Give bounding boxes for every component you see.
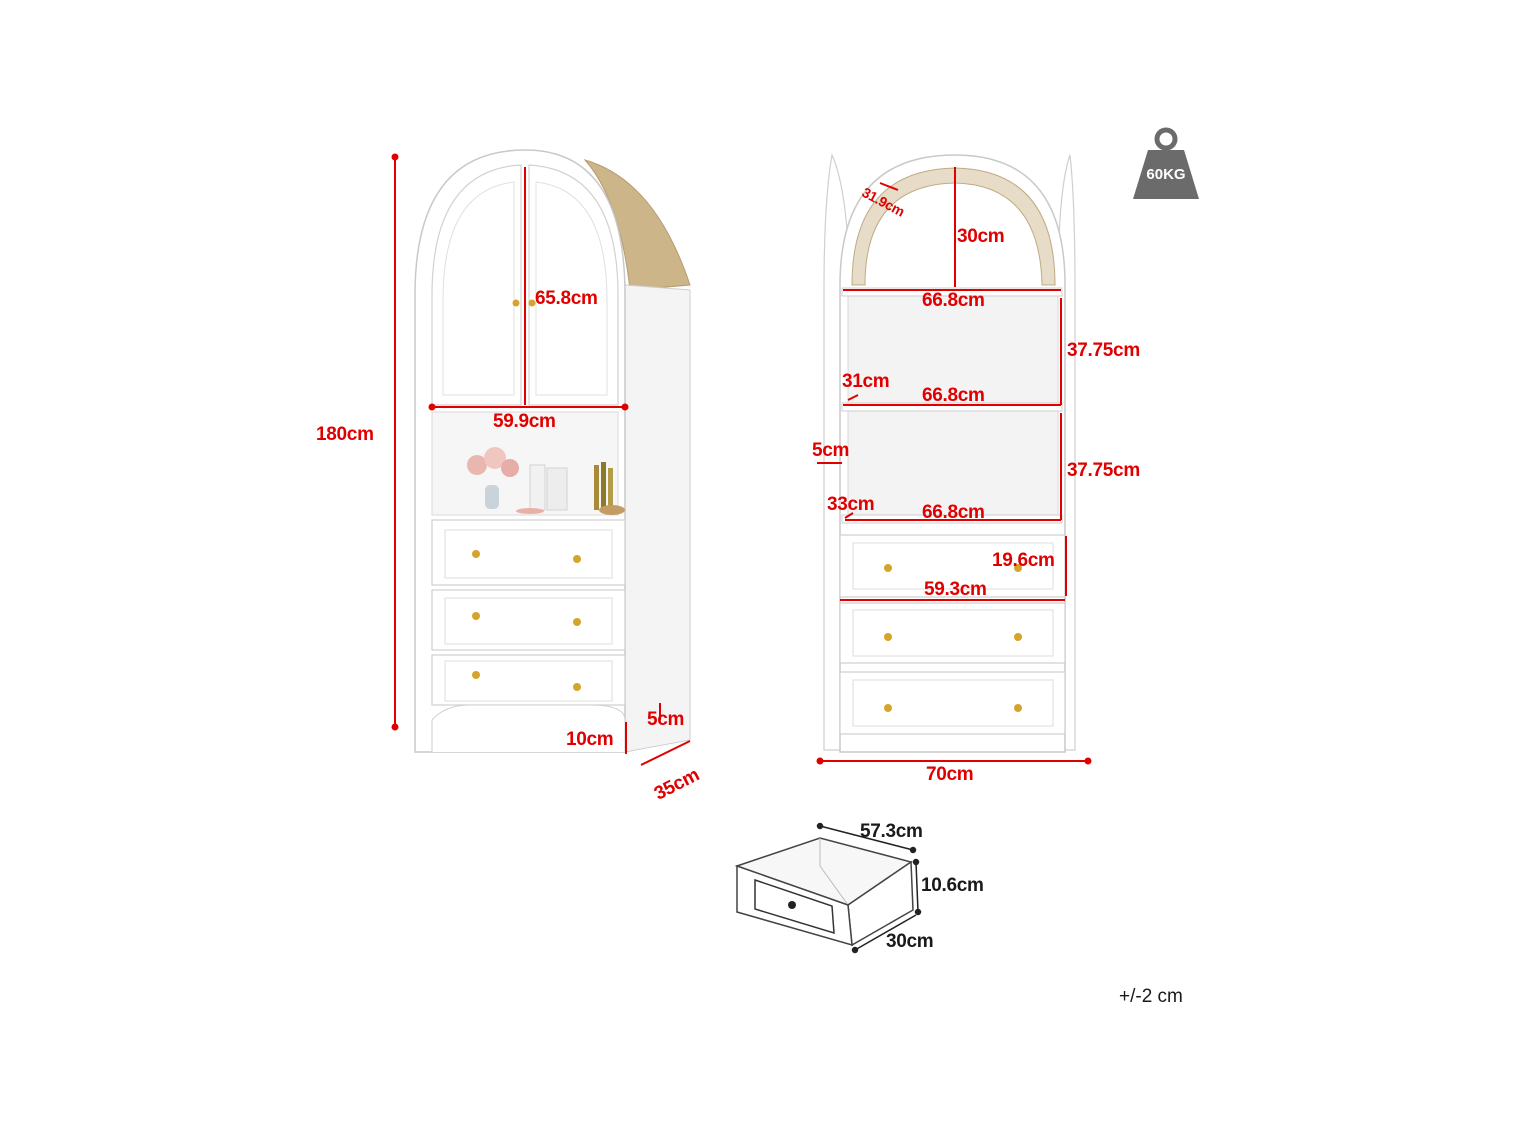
shelf-3-width-label: 66.8cm bbox=[922, 502, 985, 523]
drawer-knob-icon bbox=[1014, 704, 1022, 712]
drawer-height-label: 19.6cm bbox=[992, 550, 1055, 571]
drawer-knob-icon bbox=[884, 564, 892, 572]
total-width-label: 70cm bbox=[926, 764, 974, 785]
drawer-detail-dimensions bbox=[816, 822, 922, 954]
tolerance-note: +/-2 cm bbox=[1119, 986, 1183, 1007]
shelf-3-depth-label: 33cm bbox=[827, 494, 875, 515]
drawer-detail-height-label: 10.6cm bbox=[921, 875, 984, 896]
weight-badge: 60KG bbox=[1133, 126, 1199, 200]
drawer-knob-icon bbox=[884, 704, 892, 712]
shelf-2-height-label: 37.75cm bbox=[1067, 460, 1140, 481]
drawer-knob-icon bbox=[884, 633, 892, 641]
shelf-1-width-label: 66.8cm bbox=[922, 290, 985, 311]
side-thickness-label: 5cm bbox=[812, 440, 850, 461]
shelf-1-height-label: 37.75cm bbox=[1067, 340, 1140, 361]
shelf-1-depth-label: 31cm bbox=[842, 371, 890, 392]
open-view-dimensions bbox=[816, 167, 1092, 765]
drawer-knob-icon bbox=[573, 618, 581, 626]
drawer-knob-icon bbox=[573, 555, 581, 563]
cabinet-width-label: 59.9cm bbox=[493, 411, 556, 432]
front-view-dimensions bbox=[391, 153, 691, 766]
front-view-cabinet bbox=[414, 149, 691, 753]
leg-height-label: 10cm bbox=[566, 729, 614, 750]
total-height-label: 180cm bbox=[316, 424, 374, 445]
weight-label: 60KG bbox=[1146, 166, 1186, 183]
open-view-cabinet bbox=[823, 152, 1076, 753]
drawer-knob-icon bbox=[472, 612, 480, 620]
arch-height-label: 30cm bbox=[957, 226, 1005, 247]
drawer-knob-icon bbox=[472, 671, 480, 679]
drawer-depth-label: 30cm bbox=[886, 931, 934, 952]
shelf-2-width-label: 66.8cm bbox=[922, 385, 985, 406]
drawer-knob-icon bbox=[1014, 564, 1022, 572]
drawer-length-label: 57.3cm bbox=[860, 821, 923, 842]
door-knob-icon bbox=[512, 299, 520, 307]
weight-icon bbox=[1133, 127, 1199, 199]
leg-width-label: 5cm bbox=[647, 709, 685, 730]
drawer-width-label: 59.3cm bbox=[924, 579, 987, 600]
door-height-label: 65.8cm bbox=[535, 288, 598, 309]
drawer-knob-icon bbox=[573, 683, 581, 691]
drawer-pull-icon bbox=[788, 901, 796, 909]
door-knob-icon bbox=[528, 299, 536, 307]
drawer-knob-icon bbox=[1014, 633, 1022, 641]
drawer-detail bbox=[734, 837, 914, 947]
drawer-knob-icon bbox=[472, 550, 480, 558]
